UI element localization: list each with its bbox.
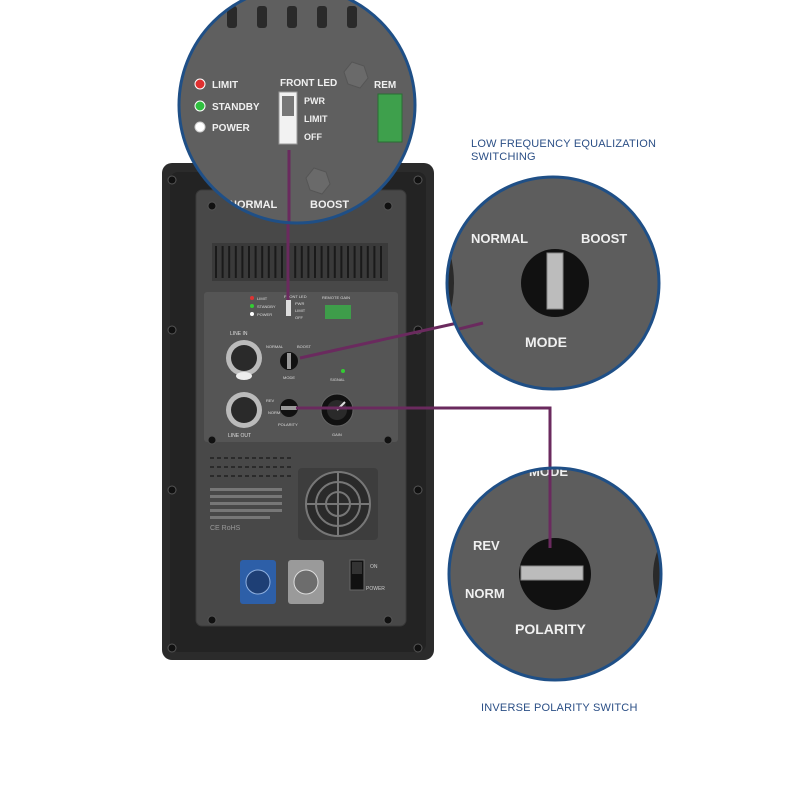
zoom-top-led-limit: LIMIT [212,80,238,91]
zoom-polarity-switch: MODE REV NORM POLARITY [447,466,663,682]
screw [167,485,177,495]
panel-line-out-connector[interactable] [226,392,262,428]
screw [383,201,393,211]
zoom-top-front-led-title: FRONT LED [280,78,337,89]
zoom-top-front-led-limit: LIMIT [304,114,328,124]
zoom-top-front-led-pwr: PWR [304,96,325,106]
screw [207,201,217,211]
caption-inverse-polarity: INVERSE POLARITY SWITCH [481,702,638,714]
zoom-polarity-norm-label: NORM [465,586,505,601]
panel-led-power: POWER [257,312,272,317]
panel-line-out-label: LINE OUT [228,433,251,439]
caption-low-frequency-line1: LOW FREQUENCY EQUALIZATION [471,138,657,150]
zoom-top-remote-terminal[interactable] [377,93,403,143]
zoom-top-led-power: POWER [212,123,251,134]
panel-signal-label: SIGNAL [330,377,345,382]
panel-line-in-label: LINE IN [230,331,248,337]
speakon-blue[interactable] [240,560,276,604]
speakon-gray[interactable] [288,560,324,604]
panel-led-standby: STANDBY [257,304,276,309]
zoom-top-led-standby: STANDBY [212,102,260,113]
panel-norm-label: NORM [268,410,280,415]
panel-led-group: LIMIT STANDBY POWER [250,296,276,317]
zoom-top-remote-label: REM [374,80,396,91]
panel-normal-label: NORMAL [266,344,284,349]
panel-front-led-off: OFF [295,315,304,320]
panel-front-led-switch[interactable] [286,300,291,316]
screw [207,435,217,445]
screw [413,643,423,653]
screw [167,325,177,335]
panel-mode-knob[interactable] [280,352,298,370]
panel-remote-label: REMOTE GAIN [322,295,350,300]
zoom-top-panel: LIMIT STANDBY POWER FRONT LED PWR LIMIT … [177,0,417,225]
heatsink-vents [212,243,388,281]
panel-rev-label: REV [266,398,275,403]
zoom-polarity-rev-label: REV [473,538,500,553]
zoom-mode-switch: NORMAL BOOST MODE [445,175,661,391]
panel-power-label: POWER [366,586,385,592]
panel-gain-knob[interactable] [320,393,354,427]
zoom-top-front-led-switch[interactable] [278,91,298,145]
panel-polarity-label: POLARITY [278,422,298,427]
svg-text:CE RoHS: CE RoHS [210,525,241,532]
panel-remote-terminal[interactable] [325,305,351,319]
zoom-top-mode-boost: BOOST [310,199,349,211]
screw [383,615,393,625]
screw [413,485,423,495]
screw [413,175,423,185]
caption-low-frequency: LOW FREQUENCY EQUALIZATION SWITCHING [471,138,656,164]
power-switch[interactable] [349,559,365,591]
zoom-mode-knob[interactable] [521,249,589,317]
screw [207,615,217,625]
screw [383,435,393,445]
zoom-top-front-led-off: OFF [304,132,322,142]
screw [167,643,177,653]
zoom-polarity-knob[interactable] [519,538,591,610]
panel-front-led-title: FRONT LED [284,294,307,299]
panel-front-led-pwr: PWR [295,301,304,306]
panel-boost-label: BOOST [297,344,312,349]
panel-led-limit: LIMIT [257,296,268,301]
panel-gain-label: GAIN [332,432,342,437]
screw [167,175,177,185]
caption-low-frequency-line2: SWITCHING [471,151,536,163]
panel-mode-label: MODE [283,375,295,380]
panel-on-label: ON [370,564,378,570]
panel-line-in-connector[interactable] [226,340,262,380]
panel-polarity-knob[interactable] [280,399,298,417]
cooling-fan [298,468,378,540]
zoom-mode-normal-label: NORMAL [471,231,528,246]
zoom-mode-boost-label: BOOST [581,231,627,246]
zoom-mode-label: MODE [525,334,567,350]
panel-front-led-limit: LIMIT [295,308,306,313]
zoom-polarity-label: POLARITY [515,621,586,637]
